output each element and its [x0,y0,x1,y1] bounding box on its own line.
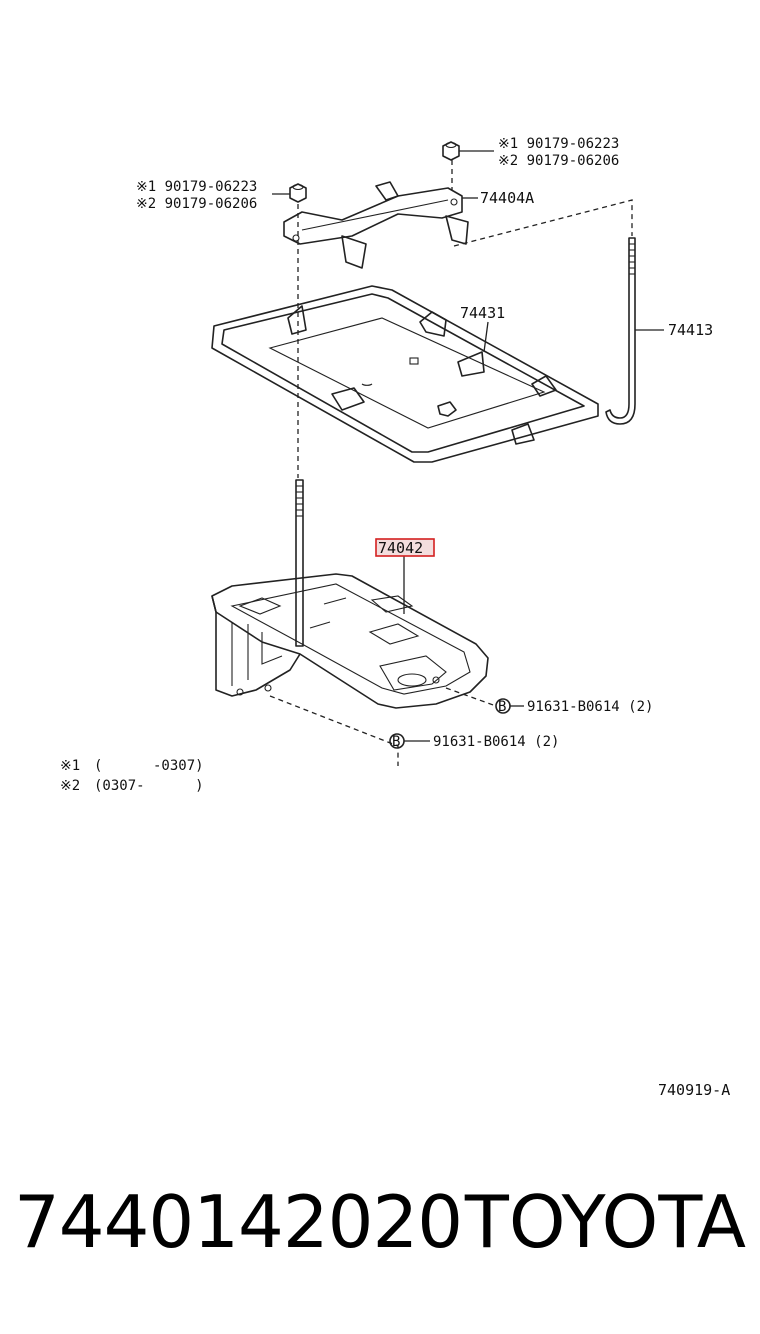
callout-nut-left-2: ※2 90179-06206 [136,196,257,212]
brand-name: TOYOTA [464,1180,746,1264]
callout-nut-left-1: ※1 90179-06223 [136,179,257,195]
stud-bolt [295,479,304,647]
guide-clamp-rod-connection [453,199,633,247]
part-number: 7440142020 [14,1180,463,1264]
parts-diagram: ※1 90179-06223 ※2 90179-06206 ※1 90179-0… [60,136,730,1099]
note2-text: (0307- ) [94,778,204,794]
callout-bolt-right: 91631-B0614 (2) [527,699,653,715]
callout-nut-top-right-2: ※2 90179-06206 [498,153,619,169]
callout-nut-top-right-1: ※1 90179-06223 [498,136,619,152]
nut-top-right [442,141,494,161]
note1-mark: ※1 [60,758,80,774]
note1-text: ( -0307) [94,758,204,774]
callout-bolt-left: 91631-B0614 (2) [433,734,559,750]
bolt-right-symbol-letter: B [498,699,506,715]
part-footer: 7440142020 TOYOTA [0,1180,760,1290]
callout-carrier: 74042 [378,539,423,557]
drawing-code: 740919-A [658,1081,730,1099]
battery-tray-upper [211,285,599,463]
battery-carrier [211,556,489,709]
note2-mark: ※2 [60,778,80,794]
bolt-left-symbol-letter: B [392,734,400,750]
battery-clamp [283,181,478,269]
bolt-left-symbol: B [389,733,430,750]
callout-tray-upper: 74431 [460,304,505,322]
nut-left [272,183,307,203]
guide-carrier-to-bolt-left [269,695,399,766]
bolt-right-symbol: B [495,698,524,715]
callout-rod: 74413 [668,321,713,339]
callout-carrier-highlight-box [375,538,435,557]
callout-clamp: 74404A [480,189,534,207]
hold-down-rod [605,237,664,425]
